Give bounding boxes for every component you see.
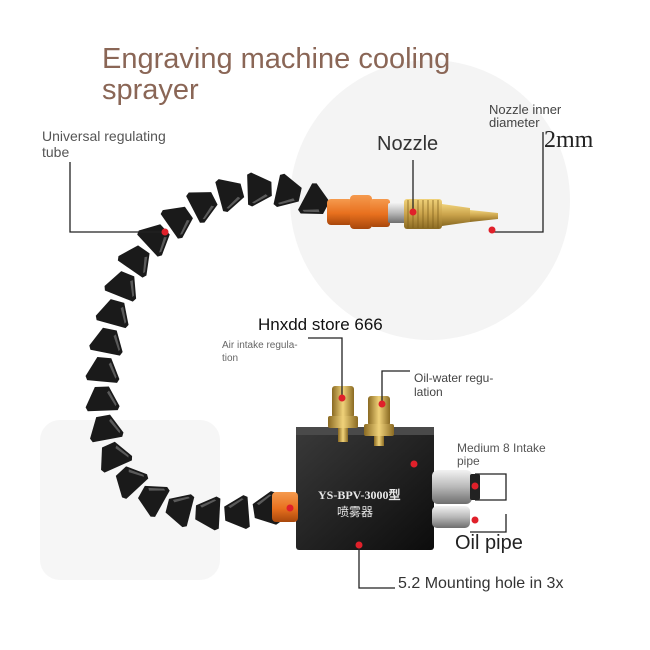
tube-segment	[115, 466, 149, 499]
tube-segment	[224, 495, 250, 530]
body-model-marking: YS-BPV-3000型	[318, 488, 401, 502]
tube-segment	[247, 172, 272, 207]
tube-segment	[117, 245, 150, 278]
tube-segment	[104, 271, 137, 302]
store-name: Hnxdd store 666	[258, 315, 383, 334]
oil-water-label: Oil-water regu- lation	[414, 371, 493, 400]
tube-segment	[186, 192, 218, 223]
oil-water-line2: lation	[414, 385, 443, 400]
inner-diameter-value: 2mm	[544, 127, 594, 153]
tube-segment	[298, 183, 330, 215]
air-intake-line1: Air intake regula-	[222, 340, 298, 351]
body-name-marking: 喷雾器	[337, 505, 374, 519]
tube-segment	[273, 173, 302, 207]
universal-regulating-tube	[85, 172, 330, 531]
orange-connector-top	[327, 195, 406, 229]
medium-intake-line2: pipe	[457, 454, 480, 469]
medium-intake-line1: Medium 8 Intake	[457, 441, 546, 455]
air-intake-line2: tion	[222, 352, 239, 364]
tube-segment	[160, 206, 193, 239]
tube-segment	[195, 496, 221, 531]
marker-dots	[161, 208, 496, 549]
tube-segment	[89, 327, 123, 356]
universal-tube-label-line2: tube	[42, 144, 70, 161]
air-intake-valve	[328, 386, 358, 442]
title-line-1: Engraving machine cooling	[102, 43, 451, 75]
page-title: Engraving machine cooling sprayer	[102, 43, 451, 107]
inner-diameter-line2: diameter	[489, 115, 540, 130]
tube-segment	[90, 414, 124, 443]
universal-tube-label: Universal regulating tube	[42, 128, 166, 160]
tube-segment	[138, 485, 170, 517]
inner-diameter-line1: Nozzle inner	[489, 102, 562, 117]
orange-connector-bottom	[272, 492, 298, 522]
tube-segment	[85, 357, 120, 383]
air-intake-label: Air intake regula- tion	[222, 340, 298, 365]
nozzle-label: Nozzle	[377, 133, 439, 155]
universal-tube-label-line1: Universal regulating	[42, 128, 166, 144]
tube-segment	[215, 179, 245, 212]
oil-water-line1: Oil-water regu-	[414, 371, 494, 385]
oil-pipe-label: Oil pipe	[455, 532, 523, 554]
tube-segment	[101, 441, 133, 473]
tube-segment	[165, 494, 195, 528]
tube-segment	[95, 299, 129, 329]
medium-intake-label: Medium 8 Intake pipe	[457, 441, 546, 469]
title-line-2: sprayer	[102, 74, 199, 107]
mounting-hole-label: 5.2 Mounting hole in 3x	[398, 575, 564, 592]
nozzle-inner-diameter-label: Nozzle inner diameter	[489, 103, 561, 129]
leader-lines	[69, 132, 544, 589]
tube-segment	[85, 386, 120, 412]
oil-pipe-fitting	[432, 506, 470, 528]
